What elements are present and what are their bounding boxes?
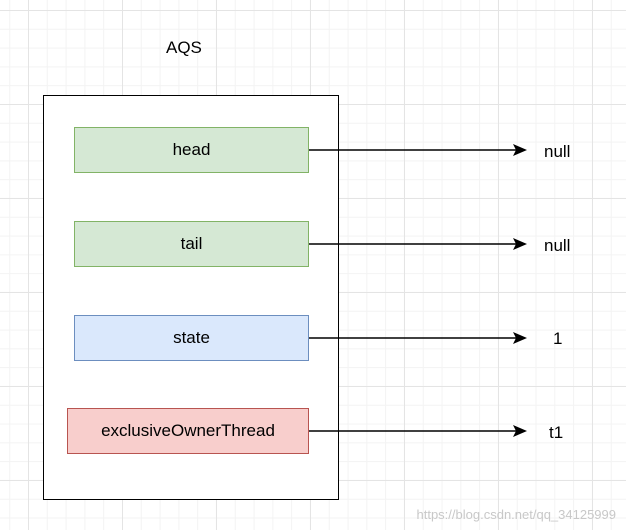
exclusive-owner-thread-value: t1 xyxy=(549,423,564,442)
owner-arrow-head xyxy=(513,425,527,437)
head-value: null xyxy=(544,142,571,161)
state-value: 1 xyxy=(553,329,563,348)
exclusive-owner-thread-field-box: exclusiveOwnerThread xyxy=(67,408,309,454)
head-arrow-head xyxy=(513,144,527,156)
diagram-title: AQS xyxy=(166,38,202,57)
head-field-box: head xyxy=(74,127,309,173)
tail-field-box: tail xyxy=(74,221,309,267)
tail-value: null xyxy=(544,236,571,255)
watermark: https://blog.csdn.net/qq_34125999 xyxy=(416,507,617,522)
tail-arrow-head xyxy=(513,238,527,250)
state-field-box: state xyxy=(74,315,309,361)
state-arrow-head xyxy=(513,332,527,344)
